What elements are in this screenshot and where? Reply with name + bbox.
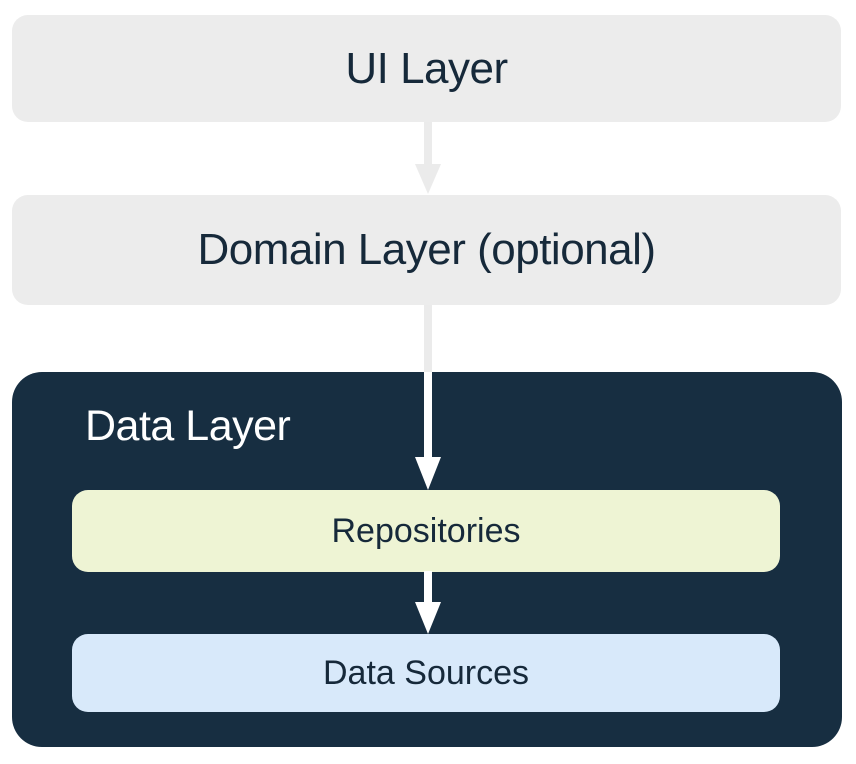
arrow-shaft [424, 122, 432, 166]
arrow-domain-to-repositories-icon [415, 305, 441, 490]
repositories-label: Repositories [331, 511, 521, 550]
ui-layer-label: UI Layer [345, 43, 508, 93]
domain-layer-box: Domain Layer (optional) [12, 195, 841, 305]
domain-layer-label: Domain Layer (optional) [197, 225, 656, 274]
repositories-box: Repositories [72, 490, 780, 572]
ui-layer-box: UI Layer [12, 15, 841, 122]
data-sources-box: Data Sources [72, 634, 780, 712]
arrow-ui-to-domain-icon [415, 122, 441, 194]
data-sources-label: Data Sources [323, 653, 529, 692]
arrow-shaft-upper [424, 305, 432, 373]
data-layer-label: Data Layer [85, 402, 291, 450]
arrow-head [415, 457, 441, 490]
arrow-head [415, 164, 441, 194]
arrow-repositories-to-datasources-icon [415, 571, 441, 634]
arrow-shaft-lower [424, 372, 432, 460]
arrow-shaft [424, 571, 432, 604]
arrow-head [415, 602, 441, 634]
